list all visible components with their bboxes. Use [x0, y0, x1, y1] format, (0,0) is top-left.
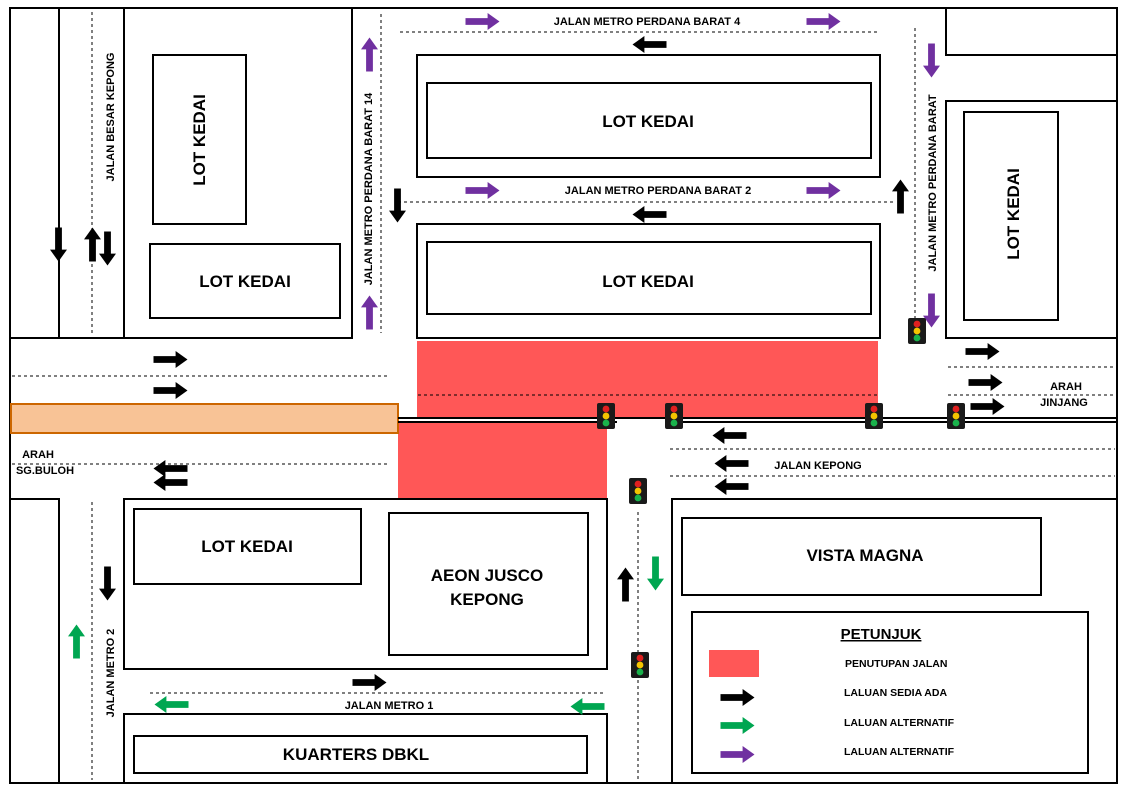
- block-left-top: [123, 7, 353, 339]
- road-label-jalan-kepong: JALAN KEPONG: [774, 460, 861, 472]
- road-label-jalan-metro-2: JALAN METRO 2: [105, 629, 117, 718]
- legend-label-alternative-route-purple: LALUAN ALTERNATIF: [844, 746, 955, 758]
- highlighted-road-segment: [10, 403, 399, 434]
- block-far-left-bottom: [9, 498, 60, 784]
- block-aeon-area: [123, 498, 608, 670]
- traffic-light-icon: [947, 403, 965, 429]
- buildings: [133, 54, 1089, 774]
- traffic-light-icon: [597, 403, 615, 429]
- lane-markings: [12, 12, 1115, 780]
- road-closure-upper: [417, 341, 878, 417]
- road-label-jalan-metro-perdana-barat: JALAN METRO PERDANA BARAT: [927, 94, 939, 272]
- lot-kedai-box-2: [149, 243, 341, 319]
- road-label-jalan-metro-perdana-barat-14: JALAN METRO PERDANA BARAT 14: [363, 92, 375, 285]
- road-label-jalan-besar-kepong: JALAN BESAR KEPONG: [105, 53, 117, 182]
- lot-kedai-box-1: [152, 54, 247, 225]
- block-label-lot-kedai: LOT KEDAI: [190, 94, 209, 186]
- lot-kedai-box-4-inner: [426, 241, 872, 315]
- traffic-light-icon: [629, 478, 647, 504]
- legend-label-existing-route: LALUAN SEDIA ADA: [844, 687, 947, 699]
- road-label-jalan-metro-1: JALAN METRO 1: [345, 700, 434, 712]
- road-label-jalan-metro-perdana-barat-2: JALAN METRO PERDANA BARAT 2: [565, 185, 751, 197]
- traffic-light-icon: [865, 403, 883, 429]
- legend-box: [691, 611, 1089, 774]
- traffic-light-icon: [631, 652, 649, 678]
- traffic-light-icon: [908, 318, 926, 344]
- vista-magna-box: [681, 517, 1042, 596]
- block-top-right-corner: [945, 7, 1118, 56]
- block-label-aeon-line2: KEPONG: [450, 590, 524, 609]
- traffic-light-icon: [665, 403, 683, 429]
- lot-kedai-box-3-inner: [426, 82, 872, 159]
- legend: PETUNJUK PENUTUPAN JALAN LALUAN SEDIA AD…: [709, 626, 955, 763]
- block-label-vista-magna: VISTA MAGNA: [806, 546, 923, 565]
- direction-label-sgbuloh-line1: ARAH: [22, 449, 54, 461]
- legend-swatch-road-closure: [709, 650, 759, 677]
- legend-label-road-closure: PENUTUPAN JALAN: [845, 658, 947, 670]
- block-label-lot-kedai: LOT KEDAI: [199, 272, 291, 291]
- block-vista-area: [671, 498, 1118, 784]
- lot-kedai-box-5: [963, 111, 1059, 321]
- block-right-top: [945, 100, 1118, 339]
- road-closure-zones: [398, 341, 878, 499]
- direction-label-jinjang-line1: ARAH: [1050, 381, 1082, 393]
- road-closure-lower: [398, 421, 607, 499]
- block-label-lot-kedai: LOT KEDAI: [602, 112, 694, 131]
- road-label-jalan-metro-perdana-barat-4: JALAN METRO PERDANA BARAT 4: [554, 16, 741, 28]
- road-labels: JALAN BESAR KEPONG JALAN METRO PERDANA B…: [16, 16, 1088, 717]
- road-edges: [10, 337, 1117, 423]
- direction-label-sgbuloh-line2: SG.BULOH: [16, 465, 74, 477]
- block-label-lot-kedai: LOT KEDAI: [602, 272, 694, 291]
- kuarters-box: [133, 735, 588, 774]
- block-label-lot-kedai: LOT KEDAI: [1004, 168, 1023, 260]
- block-labels: LOT KEDAI LOT KEDAI LOT KEDAI LOT KEDAI …: [190, 94, 1023, 764]
- lot-kedai-box-6: [133, 508, 362, 585]
- direction-label-jinjang-line2: JINJANG: [1040, 397, 1088, 409]
- block-label-lot-kedai: LOT KEDAI: [201, 537, 293, 556]
- legend-label-alternative-route-green: LALUAN ALTERNATIF: [844, 717, 955, 729]
- block-label-aeon-line1: AEON JUSCO: [431, 566, 543, 585]
- legend-title: PETUNJUK: [841, 626, 922, 643]
- block-kuarters-area: [123, 713, 608, 784]
- block-label-kuarters-dbkl: KUARTERS DBKL: [283, 745, 429, 764]
- city-blocks: [9, 7, 1118, 784]
- aeon-box: [388, 512, 589, 656]
